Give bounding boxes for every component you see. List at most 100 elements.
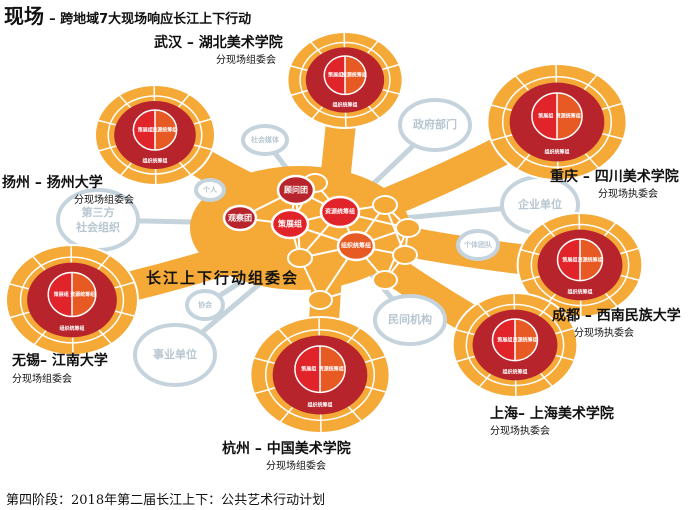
cluster-segment-divider xyxy=(516,153,531,170)
cluster-segment-divider xyxy=(604,292,618,308)
social-bubble: 社会媒体 xyxy=(241,124,289,156)
cluster-segment-divider xyxy=(381,63,400,71)
cluster-segment-divider xyxy=(366,40,379,54)
network-node-shape xyxy=(276,174,316,206)
cluster-resource-half xyxy=(320,346,346,393)
cluster-resource-half xyxy=(345,56,366,95)
cluster-segment-divider xyxy=(365,385,387,393)
social-bubble-label: 个人 xyxy=(202,185,218,194)
social-bubble-label: 社会组织 xyxy=(75,220,120,234)
cluster-curation-label: 策展组 xyxy=(496,336,512,343)
cluster-segment-divider xyxy=(309,41,323,55)
site-cluster-7: 策展组资源统筹组组织统筹组 xyxy=(249,316,391,434)
social-bubble-shape xyxy=(133,323,217,387)
cluster-segment-divider xyxy=(601,102,624,111)
network-node-3: 观察团 xyxy=(222,204,258,232)
cluster-curation-label: 策展组 xyxy=(300,366,316,373)
social-bubble-label: 民间机构 xyxy=(388,312,432,326)
cluster-segment-divider xyxy=(583,74,598,91)
network-node-label: 观察团 xyxy=(228,213,252,223)
cluster-segment-divider xyxy=(8,283,30,290)
social-bubble-label: 企业单位 xyxy=(517,197,562,211)
network-minor-node xyxy=(395,218,421,238)
cluster-curation-label: 策展组 xyxy=(137,127,153,134)
cluster-segment-divider xyxy=(253,357,275,365)
cluster-segment-divider xyxy=(193,118,212,125)
social-bubble-shape xyxy=(185,289,225,321)
cluster-segment-divider xyxy=(114,310,136,317)
social-bubble-label: 社会媒体 xyxy=(250,135,280,144)
cluster-organization-label: 组织统筹组 xyxy=(59,325,84,332)
cluster-resource-label: 资源统筹组 xyxy=(319,366,344,373)
social-bubble-label: 协会 xyxy=(198,300,213,309)
site-title-yangzhou: 扬州 – 扬州大学 xyxy=(2,175,103,191)
network-minor-node xyxy=(287,248,313,268)
cluster-curation-half xyxy=(324,56,345,95)
site-cluster-6: 策展组资源统筹组组织统筹组 xyxy=(5,244,139,356)
cluster-segment-divider xyxy=(289,65,308,72)
cluster-segment-divider xyxy=(277,328,293,344)
cluster-curation-half xyxy=(294,346,320,393)
cluster-segment-divider xyxy=(490,104,512,112)
site-cluster-5: 策展组资源统筹组组织统筹组 xyxy=(451,292,579,398)
cluster-curation-half xyxy=(48,272,72,317)
cluster-segment-divider xyxy=(33,330,47,346)
site-role-hangzhou: 分现场组委会 xyxy=(266,461,326,472)
cluster-segment-divider xyxy=(620,274,640,282)
social-bubble-shape xyxy=(241,124,289,156)
cluster-segment-divider xyxy=(538,302,552,317)
cluster-curation-label: 策展组 xyxy=(53,291,69,298)
social-bubble-label: 事业单位 xyxy=(153,347,197,361)
cluster-segment-divider xyxy=(9,311,30,319)
network-node-shape xyxy=(270,208,310,240)
social-bubble-label: 政府部门 xyxy=(413,117,457,131)
header-title: 现场 xyxy=(4,4,44,28)
cluster-resource-label: 资源统筹组 xyxy=(513,336,538,343)
social-bubble: 协会 xyxy=(185,289,225,321)
cluster-segment-divider xyxy=(97,119,117,126)
cluster-inner-border xyxy=(530,223,630,307)
cluster-inner-border xyxy=(465,303,565,387)
cluster-resource-half xyxy=(155,110,177,150)
cluster-inner-border xyxy=(299,41,391,119)
cluster-segment-divider xyxy=(477,302,491,318)
header-subtitle: – 跨地域7大现场响应长江上下行动 xyxy=(49,12,252,27)
cluster-resource-half xyxy=(72,272,96,317)
network-node-5: 组织统筹组 xyxy=(336,230,376,262)
social-bubble-shape xyxy=(456,229,500,261)
cluster-segment-divider xyxy=(367,105,381,119)
social-bubble: 个体团队 xyxy=(456,229,500,261)
cluster-segment-divider xyxy=(602,132,624,140)
cluster-segment-divider xyxy=(178,161,192,176)
site-cluster-3: 策展组资源统筹组组织统筹组 xyxy=(486,63,628,181)
network-node-label: 策展组 xyxy=(278,219,302,229)
cluster-curation-half xyxy=(531,93,557,140)
cluster-organization-label: 组织统筹组 xyxy=(502,369,527,376)
cluster-resource-label: 资源统筹组 xyxy=(70,291,95,298)
cluster-resource-label: 资源统筹组 xyxy=(152,127,177,134)
cluster-segment-divider xyxy=(478,373,492,388)
cluster-segment-divider xyxy=(177,93,191,108)
cluster-segment-divider xyxy=(98,145,117,152)
site-title-shanghai: 上海– 上海美术学院 xyxy=(490,406,614,422)
network-node-shape xyxy=(336,230,376,262)
cluster-segment-divider xyxy=(347,406,363,422)
social-bubble: 政府部门 xyxy=(398,98,472,152)
cluster-segment-divider xyxy=(455,355,476,363)
cluster-segment-divider xyxy=(118,94,132,109)
site-role-shanghai: 分现场执委会 xyxy=(490,426,550,437)
network-node-shape xyxy=(222,204,258,232)
network-node-1: 顾问团 xyxy=(276,174,316,206)
cluster-organization-label: 组织统筹组 xyxy=(142,158,167,165)
cluster-segment-divider xyxy=(603,222,617,237)
cluster-resource-label: 资源统筹组 xyxy=(342,72,367,79)
cluster-segment-divider xyxy=(364,355,387,364)
site-title-chongqing: 重庆 – 四川美术学院 xyxy=(550,169,679,185)
cluster-segment-divider xyxy=(97,254,111,270)
social-bubble-label: 个体团队 xyxy=(463,240,493,249)
cluster-segment-divider xyxy=(554,327,575,335)
cluster-segment-divider xyxy=(584,153,600,169)
network-minor-node xyxy=(372,195,398,215)
